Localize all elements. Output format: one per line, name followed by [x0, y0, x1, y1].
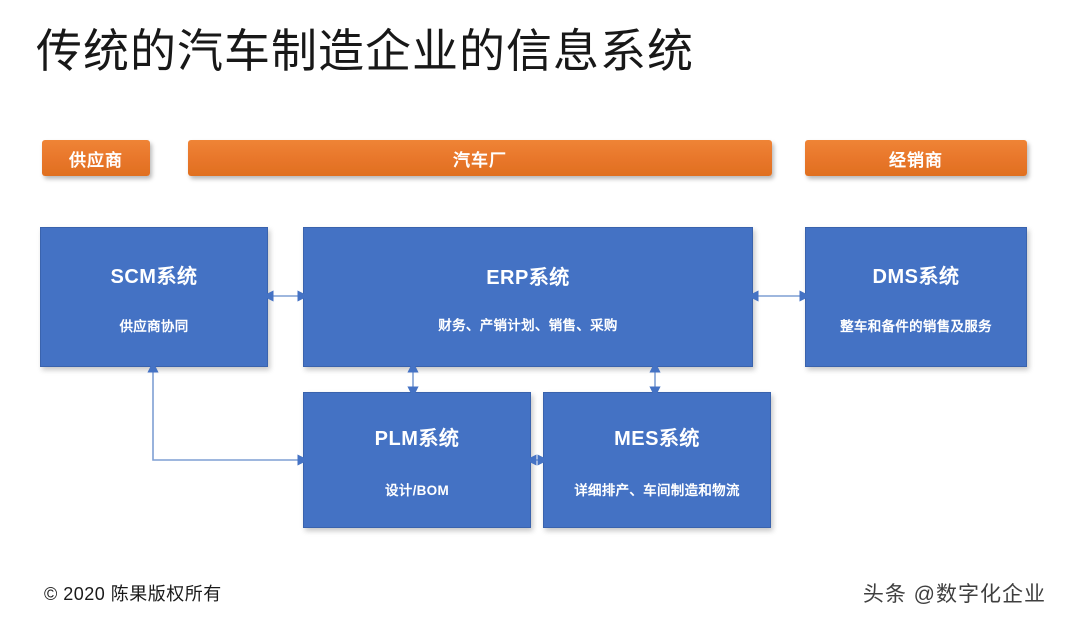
- watermark-text: 头条 @数字化企业: [862, 583, 1046, 606]
- system-box-plm-title: PLM系统: [374, 427, 460, 450]
- system-box-scm-subtitle: 供应商协同: [119, 318, 189, 334]
- band-factory-label: 汽车厂: [453, 150, 507, 170]
- system-box-erp-title: ERP系统: [486, 266, 570, 289]
- system-box-mes-title: MES系统: [614, 427, 700, 450]
- system-box-dms-subtitle: 整车和备件的销售及服务: [840, 318, 992, 334]
- system-box-plm[interactable]: PLM系统 设计/BOM: [303, 392, 531, 528]
- system-box-scm[interactable]: SCM系统 供应商协同: [40, 227, 268, 367]
- copyright-text: © 2020 陈果版权所有: [44, 584, 222, 604]
- connector-plm-scm-icon: [147, 361, 309, 466]
- system-box-erp-subtitle: 财务、产销计划、销售、采购: [438, 317, 618, 333]
- band-factory[interactable]: 汽车厂: [188, 140, 772, 176]
- system-box-mes-subtitle: 详细排产、车间制造和物流: [574, 482, 740, 498]
- band-dealer-label: 经销商: [889, 150, 943, 170]
- system-box-scm-title: SCM系统: [110, 265, 198, 288]
- system-box-plm-subtitle: 设计/BOM: [384, 482, 450, 498]
- page-title: 传统的汽车制造企业的信息系统: [36, 25, 694, 77]
- system-box-erp[interactable]: ERP系统 财务、产销计划、销售、采购: [303, 227, 753, 367]
- band-supplier-label: 供应商: [69, 150, 123, 170]
- band-dealer[interactable]: 经销商: [805, 140, 1027, 176]
- band-supplier[interactable]: 供应商: [42, 140, 150, 176]
- system-box-dms[interactable]: DMS系统 整车和备件的销售及服务: [805, 227, 1027, 367]
- system-box-mes[interactable]: MES系统 详细排产、车间制造和物流: [543, 392, 771, 528]
- system-box-dms-title: DMS系统: [872, 265, 960, 288]
